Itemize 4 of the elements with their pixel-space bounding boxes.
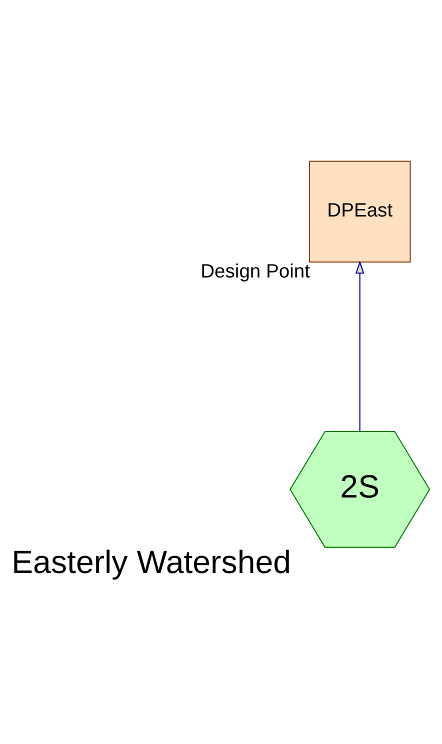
node-label: Design Point [200,262,310,283]
node-box: DPEast [308,160,411,263]
node-label: Easterly Watershed [12,544,291,580]
arrow [355,260,364,432]
